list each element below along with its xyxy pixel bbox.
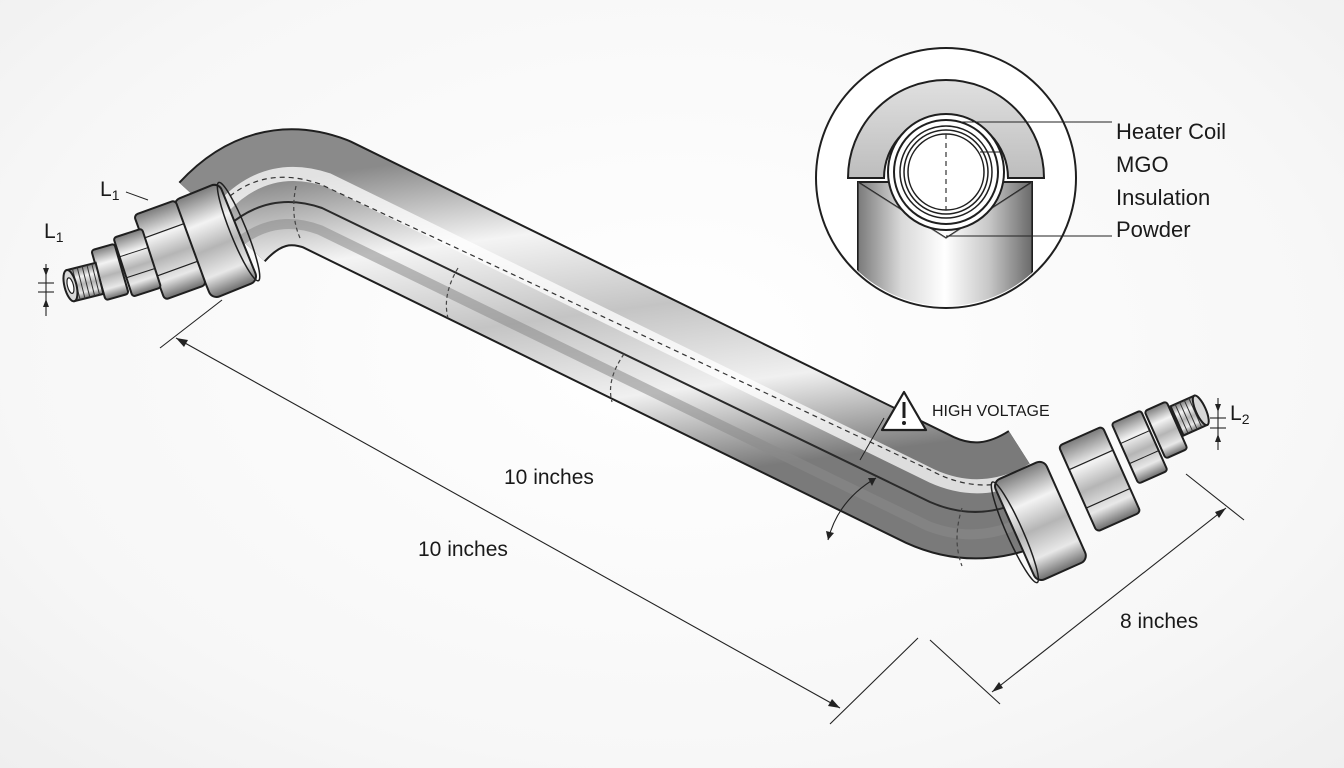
short-leg-dimension bbox=[929, 473, 1245, 705]
left-fitting-label: L1 bbox=[44, 220, 64, 245]
callout-mgo: MGO bbox=[1116, 152, 1169, 177]
callout-heater-coil: Heater Coil bbox=[1116, 119, 1226, 144]
labels: L1 L1 L2 HIGH VOLTAGE 10 inches 10 inche… bbox=[44, 119, 1250, 633]
dimension-lines bbox=[38, 191, 1245, 725]
left-fitting bbox=[62, 181, 261, 303]
right-thread-dimension bbox=[1210, 398, 1226, 450]
right-fitting bbox=[990, 394, 1210, 584]
long-length-dimension bbox=[159, 299, 919, 725]
warning-leader bbox=[859, 417, 885, 461]
left-nut-label: L1 bbox=[100, 178, 120, 203]
warning-text: HIGH VOLTAGE bbox=[932, 403, 1050, 420]
left-nut-leader bbox=[125, 191, 149, 201]
callout-insulation: Insulation bbox=[1116, 185, 1210, 210]
tube-diameter-dimension bbox=[826, 477, 877, 541]
lower-length-label: 10 inches bbox=[418, 538, 508, 561]
cross-section-inset bbox=[815, 47, 1112, 309]
callout-powder: Powder bbox=[1116, 217, 1191, 242]
right-fitting-label: L2 bbox=[1230, 402, 1250, 427]
warning-triangle-icon bbox=[880, 390, 928, 432]
short-leg-label: 8 inches bbox=[1120, 610, 1198, 633]
left-thread-dimension bbox=[38, 264, 54, 316]
upper-length-label: 10 inches bbox=[504, 466, 594, 489]
